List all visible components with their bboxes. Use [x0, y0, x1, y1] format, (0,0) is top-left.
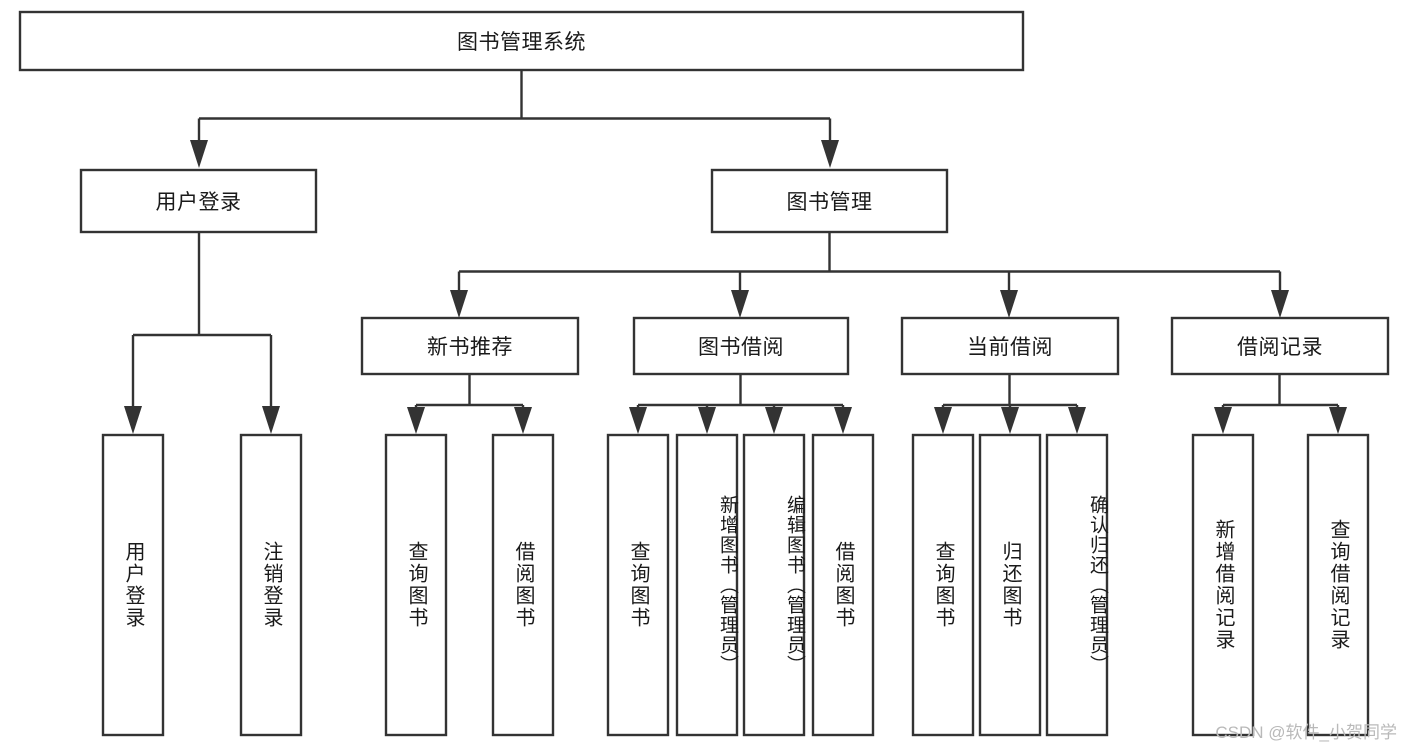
node-box-leaf-6[interactable]	[675, 433, 739, 737]
arrow-to-leaf-10	[1001, 407, 1019, 434]
arrow-to-leaf-9	[934, 407, 952, 434]
arrow-to-leaf-12	[1214, 407, 1232, 434]
connector-current-to-leaves	[934, 375, 1086, 434]
node-box-root[interactable]	[18, 10, 1025, 72]
arrow-to-record	[1271, 290, 1289, 318]
arrow-to-leaf-8	[834, 407, 852, 434]
arrow-to-bookmgmt	[821, 140, 839, 168]
node-box-leaf-11[interactable]	[1045, 433, 1109, 737]
arrow-to-login	[190, 140, 208, 168]
node-box-bookmgmt[interactable]	[710, 168, 949, 234]
node-box-leaf-2[interactable]	[239, 433, 303, 737]
arrow-to-leaf-1	[124, 406, 142, 434]
node-box-borrow[interactable]	[632, 316, 850, 376]
arrow-to-leaf-5	[629, 407, 647, 434]
arrow-to-current	[1000, 290, 1018, 318]
arrow-to-borrow	[731, 290, 749, 318]
csdn-watermark: CSDN @软件_小贺同学	[1215, 723, 1397, 742]
node-box-leaf-1[interactable]	[101, 433, 165, 737]
node-box-leaf-9[interactable]	[911, 433, 975, 737]
node-box-newbook[interactable]	[360, 316, 580, 376]
arrow-to-leaf-3	[407, 407, 425, 434]
node-box-record[interactable]	[1170, 316, 1390, 376]
arrow-to-newbook	[450, 290, 468, 318]
arrow-to-leaf-2	[262, 406, 280, 434]
node-box-leaf-12[interactable]	[1191, 433, 1255, 737]
arrow-to-leaf-6	[698, 407, 716, 434]
connector-newbook-to-leaves	[407, 375, 532, 434]
arrow-to-leaf-11	[1068, 407, 1086, 434]
node-box-login[interactable]	[79, 168, 318, 234]
arrow-to-leaf-7	[765, 407, 783, 434]
node-box-leaf-10[interactable]	[978, 433, 1042, 737]
connector-record-to-leaves	[1214, 375, 1347, 434]
connector-login-to-leaves	[124, 232, 280, 434]
connector-root-to-level2	[190, 70, 839, 168]
arrow-to-leaf-13	[1329, 407, 1347, 434]
arrow-to-leaf-4	[514, 407, 532, 434]
node-box-leaf-7[interactable]	[742, 433, 806, 737]
connector-bookmgmt-to-level3	[450, 232, 1289, 318]
node-box-current[interactable]	[900, 316, 1120, 376]
node-box-leaf-3[interactable]	[384, 433, 448, 737]
node-box-leaf-13[interactable]	[1306, 433, 1370, 737]
node-box-leaf-8[interactable]	[811, 433, 875, 737]
node-box-leaf-5[interactable]	[606, 433, 670, 737]
node-box-leaf-4[interactable]	[491, 433, 555, 737]
connector-borrow-to-leaves	[629, 375, 852, 434]
